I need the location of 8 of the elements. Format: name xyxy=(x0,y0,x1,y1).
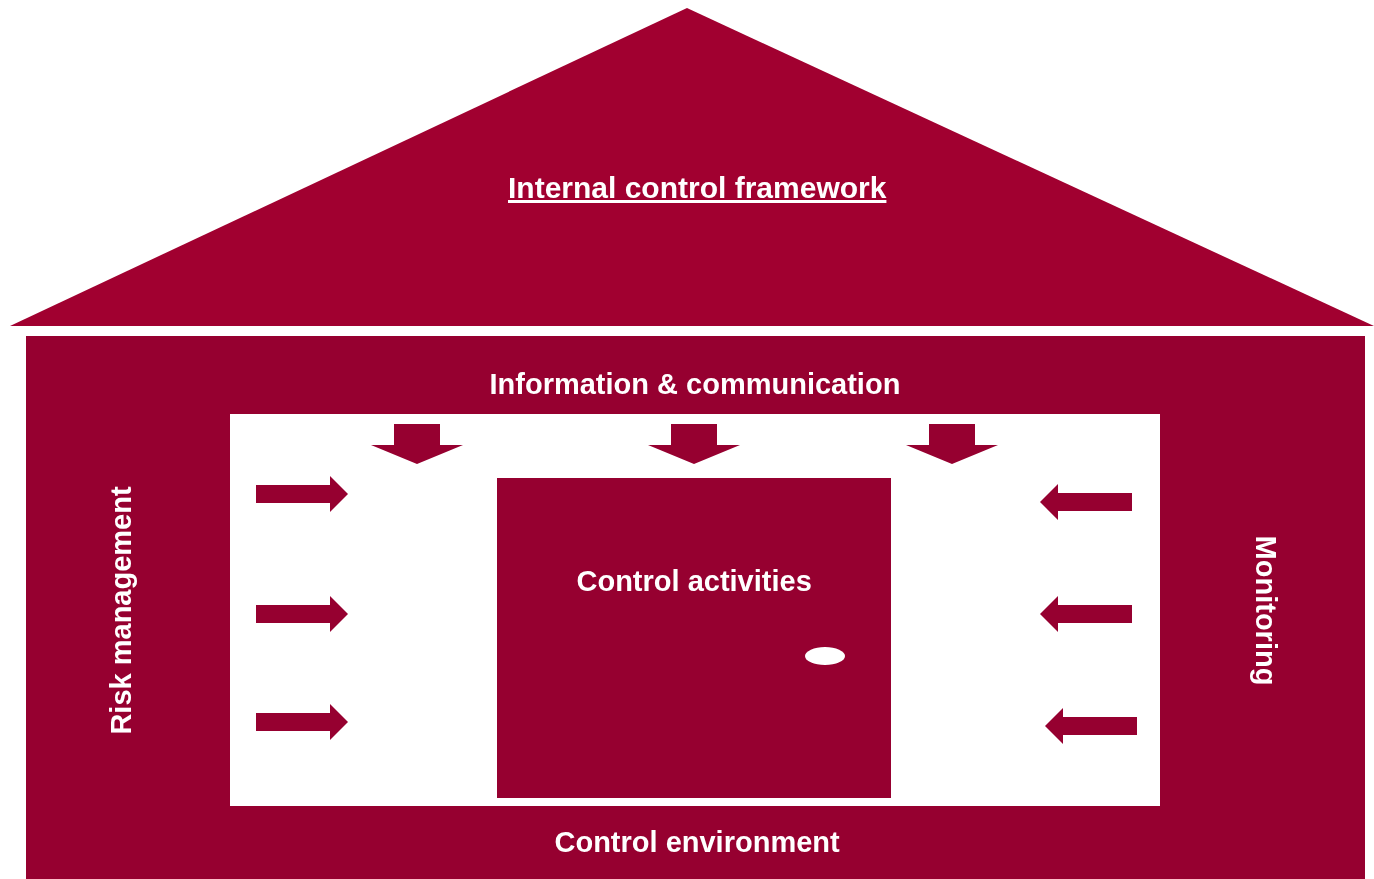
door xyxy=(497,478,891,798)
wall-label: Information & communication xyxy=(489,367,901,401)
house-wall xyxy=(26,336,1365,879)
wall-label: Monitoring xyxy=(1249,535,1283,685)
door-label: Control activities xyxy=(576,564,812,598)
roof-title: Internal control framework xyxy=(508,171,887,205)
wall-label: Risk management xyxy=(104,485,138,735)
wall-label: Control environment xyxy=(554,825,840,859)
